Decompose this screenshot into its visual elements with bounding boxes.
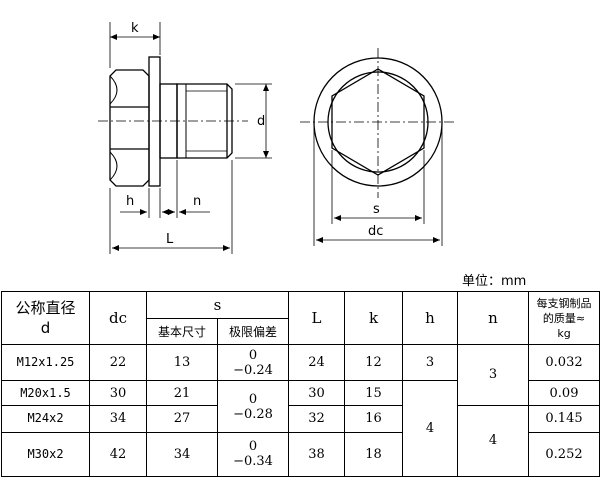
table-row: M30x2 42 34 0 −0.34 38 18 0.252 (1, 431, 601, 478)
cell-mass: 0.252 (528, 431, 601, 478)
header-n: n (457, 290, 530, 346)
cell-size: M12x1.25 (1, 344, 90, 382)
cell-tolerance: 0 −0.34 (216, 431, 290, 478)
cell-s: 13 (146, 344, 218, 382)
cell-dc: 34 (89, 404, 147, 433)
dim-s (331, 150, 425, 224)
cell-k: 15 (344, 380, 404, 406)
cell-h-merged: 4 (402, 380, 459, 477)
flange (148, 56, 161, 187)
dim-label-n: n (193, 194, 201, 209)
table-row: M24x2 34 27 32 16 4 0.145 (1, 404, 601, 478)
hex-head (109, 69, 150, 187)
cell-k: 12 (344, 344, 404, 382)
front-centerlines (300, 48, 456, 198)
cell-L: 30 (288, 380, 346, 406)
dim-k (109, 22, 161, 68)
side-view (109, 56, 233, 187)
header-s: s (145, 290, 290, 320)
cell-tolerance-merged: 0 −0.28 (216, 380, 290, 433)
dim-label-dc: dc (368, 224, 383, 239)
spec-table: 公称直径 d dc s L k h n 每支钢制品 的质量≈ kg 基本尺寸 极… (1, 290, 601, 478)
cell-h: 3 (402, 344, 459, 382)
cell-size: M30x2 (1, 431, 90, 478)
cell-size: M24x2 (1, 404, 90, 433)
unit-label: 单位：mm (462, 274, 527, 289)
table-row: M12x1.25 22 13 0 −0.24 24 12 3 3 0.032 (1, 344, 601, 406)
header-L: L (288, 290, 346, 346)
cell-mass: 0.032 (528, 344, 601, 382)
dim-label-L: L (166, 232, 174, 247)
cell-s: 27 (146, 404, 218, 433)
cell-dc: 22 (89, 344, 147, 382)
dim-L (109, 160, 233, 254)
cell-mass: 0.09 (528, 380, 601, 406)
technical-drawing: k d h n L s (98, 21, 456, 254)
cell-mass: 0.145 (528, 404, 601, 433)
cell-n-merged: 4 (457, 404, 530, 478)
cell-dc: 30 (89, 380, 147, 406)
header-mass: 每支钢制品 的质量≈ kg (528, 290, 601, 346)
dim-label-d: d (257, 114, 265, 129)
header-dc: dc (89, 290, 147, 346)
header-k: k (344, 290, 404, 346)
cell-L: 32 (288, 404, 346, 433)
threaded-shank (176, 83, 233, 159)
dim-d (235, 83, 272, 159)
header-s-basic: 基本尺寸 (146, 318, 218, 346)
cell-k: 16 (344, 404, 404, 433)
dim-h-n (120, 160, 210, 218)
header-s-tolerance: 极限偏差 (216, 318, 290, 346)
cell-n-merged: 3 (457, 344, 530, 406)
dim-label-s: s (373, 202, 380, 217)
header-h: h (402, 290, 459, 346)
cell-L: 24 (288, 344, 346, 382)
header-nominal-diameter: 公称直径 d (1, 290, 90, 346)
cell-dc: 42 (89, 431, 147, 478)
cell-size: M20x1.5 (1, 380, 90, 406)
dim-label-k: k (131, 21, 139, 36)
table-row: M20x1.5 30 21 0 −0.28 30 15 4 0.09 (1, 380, 601, 477)
cell-s: 21 (146, 380, 218, 406)
cell-tolerance: 0 −0.24 (216, 344, 290, 382)
cell-s: 34 (146, 431, 218, 478)
cell-L: 38 (288, 431, 346, 478)
dim-label-h: h (126, 194, 134, 209)
dim-dc (313, 124, 443, 246)
cell-k: 18 (344, 431, 404, 478)
